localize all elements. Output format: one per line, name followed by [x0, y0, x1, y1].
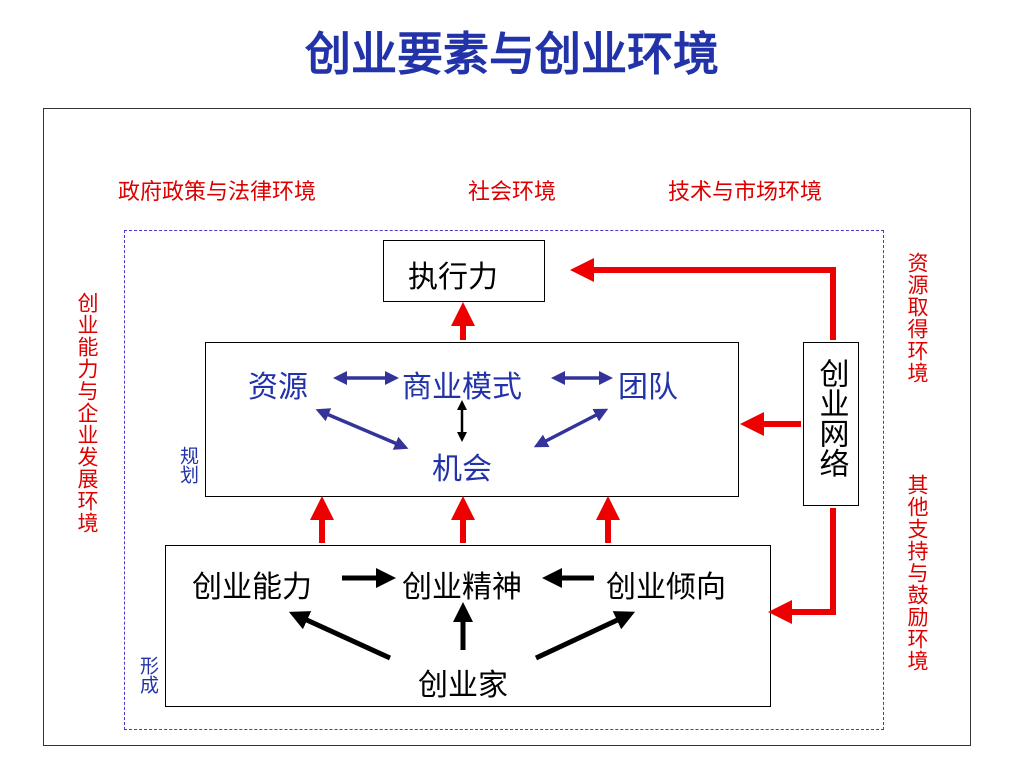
arrow-resources-opportunity [315, 408, 409, 450]
network-box [803, 342, 859, 506]
env-policy-law: 政府政策与法律环境 [118, 180, 317, 205]
arrow-network-to-formation [768, 508, 836, 624]
opportunity-label: 机会 [432, 452, 492, 487]
ability-label: 创业能力 [192, 570, 312, 605]
execution-box [383, 240, 545, 302]
env-tech-market: 技术与市场环境 [668, 180, 823, 205]
network-label: 创业网络 [813, 358, 849, 478]
resources-label: 资源 [248, 370, 308, 405]
execution-label: 执行力 [408, 260, 498, 295]
spirit-label: 创业精神 [402, 570, 522, 605]
arrow-entrepreneur-to-tendency [534, 611, 636, 661]
env-social: 社会环境 [468, 180, 557, 205]
env-capability-development: 创业能力与企业发展环境 [75, 292, 99, 534]
planning-tag: 规划 [177, 446, 199, 484]
env-other-support: 其他支持与鼓励环境 [905, 474, 929, 672]
arrow-entrepreneur-to-ability [288, 611, 392, 661]
enterprise-boundary [124, 230, 884, 730]
arrow-team-opportunity [533, 408, 609, 448]
formation-box [165, 545, 771, 707]
team-label: 团队 [618, 370, 678, 405]
env-resource-acquisition: 资源取得环境 [905, 252, 929, 384]
formation-tag: 形成 [137, 656, 159, 694]
diagram-frame [43, 108, 971, 746]
tendency-label: 创业倾向 [606, 570, 726, 605]
page-title: 创业要素与创业环境 [305, 27, 719, 81]
business-model-label: 商业模式 [402, 370, 522, 405]
planning-box [205, 342, 739, 497]
arrow-network-to-execution [570, 258, 836, 340]
entrepreneur-label: 创业家 [418, 668, 508, 703]
